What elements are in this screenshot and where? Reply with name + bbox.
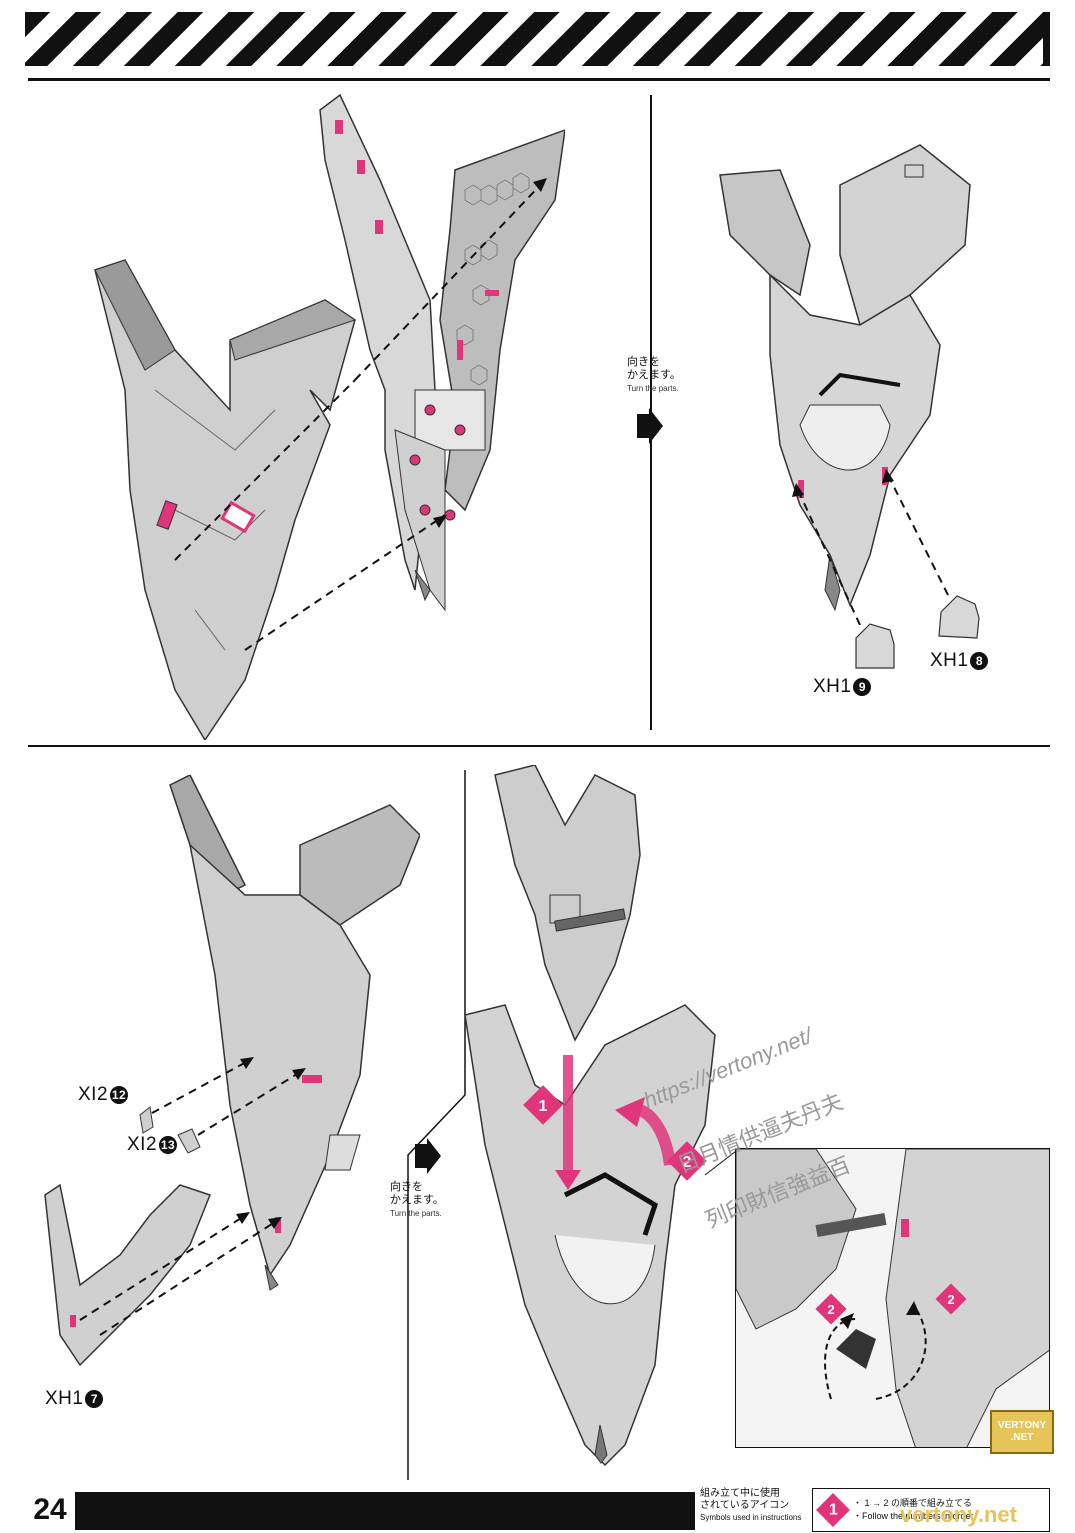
assembly-diagram-top-left [94, 93, 565, 740]
assembly-diagram-bottom-left [44, 775, 420, 1367]
symbols-jp-2: されているアイコン [700, 1500, 790, 1511]
top-divider [28, 78, 1050, 81]
detail-inset-drawing: 2 2 [736, 1149, 1049, 1447]
header-hazard-edge [1043, 12, 1050, 66]
footer-legend: 1 ・ 1 → 2 の順番で組み立てる ・Follow the numbers … [812, 1488, 1050, 1532]
turn-jp-line2: かえます。 [627, 369, 681, 381]
vertical-divider-bottom [407, 770, 466, 1480]
detail-badge-2a: 2 [827, 1302, 834, 1317]
step-badge-2: 2 [683, 1154, 692, 1171]
legend-en: ・Follow the numbers in order. [853, 1511, 976, 1521]
watermark-badge-line1: VERTONY [997, 1420, 1047, 1431]
page-number: 24 [33, 1493, 67, 1526]
part-xh1-9-piece [855, 623, 895, 669]
legend-text: ・ 1 → 2 の順番で組み立てる ・Follow the numbers in… [853, 1497, 976, 1523]
turn-instruction-bottom: 向きを かえます。 Turn the parts. [390, 1181, 470, 1220]
watermark-badge: VERTONY .NET [990, 1410, 1054, 1454]
legend-badge-wrap: 1 [813, 1493, 853, 1527]
turn-instruction-top: 向きを かえます。 Turn the parts. [627, 356, 707, 395]
detail-inset: 2 2 [735, 1148, 1050, 1448]
legend-badge-number: 1 [828, 1501, 838, 1518]
middle-divider [28, 745, 1050, 747]
watermark-bottom: vertony.net [900, 1502, 1017, 1527]
legend-badge: 1 [816, 1493, 850, 1527]
detail-badge-2b: 2 [947, 1292, 954, 1307]
footer-symbols-label: 組み立て中に使用 されているアイコン Symbols used in instr… [700, 1488, 808, 1532]
turn-arrow-icon-top [637, 408, 663, 444]
legend-jp: ・ 1 → 2 の順番で組み立てる [853, 1498, 973, 1508]
turn-en: Turn the parts. [390, 1209, 442, 1218]
turn-jp-line1: 向きを [627, 356, 660, 368]
part-xh1-8-piece [938, 595, 980, 639]
footer-bar [75, 1492, 695, 1530]
watermark-badge-line2: .NET [1010, 1432, 1034, 1443]
turn-en: Turn the parts. [627, 384, 679, 393]
step-badge-1: 1 [539, 1098, 548, 1115]
assembly-diagram-top-right [719, 144, 971, 625]
turn-jp-line2: かえます。 [390, 1194, 444, 1206]
turn-jp-line1: 向きを [390, 1181, 423, 1193]
assembly-diagram-bottom-right: 1 2 [464, 765, 741, 1467]
symbols-en: Symbols used in instructions [700, 1513, 802, 1522]
symbols-jp-1: 組み立て中に使用 [700, 1488, 780, 1499]
turn-arrow-icon-bottom [415, 1138, 441, 1174]
header-hazard-stripe [25, 12, 1050, 66]
